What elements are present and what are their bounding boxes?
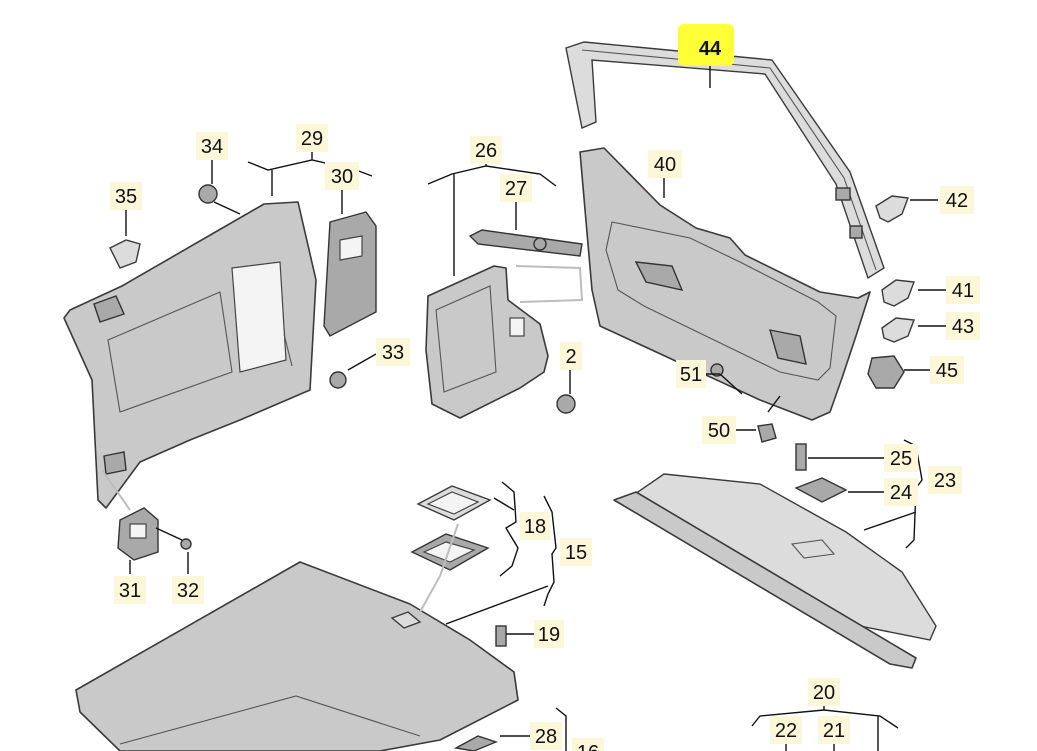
svg-text:19: 19 — [538, 624, 560, 646]
part-24-bracket — [794, 477, 848, 503]
part-25-bolt — [795, 443, 807, 471]
callout-42: 42 — [940, 186, 974, 214]
svg-text:15: 15 — [565, 542, 587, 564]
callout-51: 51 — [676, 360, 706, 388]
callout-23: 23 — [928, 466, 962, 494]
callout-18: 18 — [520, 512, 550, 540]
svg-text:34: 34 — [201, 136, 223, 158]
part-29-side-trim — [63, 201, 317, 509]
callout-50: 50 — [702, 416, 736, 444]
svg-text:50: 50 — [708, 420, 730, 442]
callout-20: 20 — [808, 678, 840, 706]
part-27-strap — [468, 229, 583, 257]
part-50-nut — [757, 423, 777, 443]
svg-text:43: 43 — [952, 316, 974, 338]
leader-lines — [125, 64, 946, 751]
svg-text:42: 42 — [946, 190, 968, 212]
svg-text:32: 32 — [177, 580, 199, 602]
part-cargo-floor — [75, 561, 519, 751]
callout-25: 25 — [884, 444, 918, 472]
svg-text:35: 35 — [115, 186, 137, 208]
svg-text:51: 51 — [680, 364, 702, 386]
svg-text:2: 2 — [565, 346, 576, 368]
callout-28: 28 — [530, 722, 562, 750]
part-18-frame — [410, 485, 492, 571]
svg-text:44: 44 — [699, 38, 722, 60]
callout-16: 16 — [572, 738, 604, 751]
part-41-clip — [881, 279, 915, 307]
svg-text:41: 41 — [952, 280, 974, 302]
part-43-clip — [881, 317, 915, 343]
svg-text:18: 18 — [524, 516, 546, 538]
svg-text:16: 16 — [577, 742, 599, 751]
part-33-clip — [329, 371, 347, 389]
part-23-cargo-cover — [613, 473, 937, 669]
part-31-bracket — [117, 507, 159, 561]
callout-45: 45 — [930, 356, 964, 384]
part-19-screw — [495, 625, 507, 647]
callout-27: 27 — [500, 174, 532, 202]
svg-text:40: 40 — [654, 154, 676, 176]
callout-44: 44 — [678, 24, 734, 66]
callout-29: 29 — [296, 124, 328, 152]
svg-text:25: 25 — [890, 448, 912, 470]
svg-text:24: 24 — [890, 482, 912, 504]
callout-26: 26 — [470, 136, 502, 164]
callout-32: 32 — [172, 576, 204, 604]
svg-text:23: 23 — [934, 470, 956, 492]
callout-43: 43 — [946, 312, 980, 340]
part-42-clip — [875, 195, 909, 223]
callout-24: 24 — [884, 478, 918, 506]
svg-text:20: 20 — [813, 682, 835, 704]
svg-text:45: 45 — [936, 360, 958, 382]
part-44-seal — [565, 41, 885, 280]
callout-19: 19 — [534, 620, 564, 648]
part-45-clip — [867, 355, 905, 389]
callout-21: 21 — [818, 716, 850, 744]
callout-40: 40 — [648, 150, 682, 178]
svg-text:21: 21 — [823, 720, 845, 742]
svg-text:26: 26 — [475, 140, 497, 162]
part-35-clip — [109, 239, 141, 269]
callout-22: 22 — [770, 716, 802, 744]
svg-text:29: 29 — [301, 128, 323, 150]
callout-35: 35 — [110, 182, 142, 210]
svg-text:28: 28 — [535, 726, 557, 748]
part-30-cover — [323, 211, 377, 337]
callout-30: 30 — [325, 162, 359, 190]
callout-33: 33 — [376, 338, 410, 366]
callout-41: 41 — [946, 276, 980, 304]
part-32-screw — [155, 527, 192, 550]
part-51-screw — [710, 363, 743, 395]
svg-text:33: 33 — [382, 342, 404, 364]
part-40-tailgate-trim — [579, 147, 871, 421]
callout-31: 31 — [114, 576, 146, 604]
part-28-fastener — [453, 735, 499, 751]
part-26-pillar-trim — [425, 265, 549, 419]
svg-text:30: 30 — [331, 166, 353, 188]
svg-text:22: 22 — [775, 720, 797, 742]
part-2-bolt — [556, 394, 576, 414]
svg-text:27: 27 — [505, 178, 527, 200]
callout-2: 2 — [560, 342, 582, 370]
callout-15: 15 — [560, 538, 592, 566]
part-34-clip — [198, 184, 241, 215]
svg-text:31: 31 — [119, 580, 141, 602]
callout-34: 34 — [196, 132, 228, 160]
